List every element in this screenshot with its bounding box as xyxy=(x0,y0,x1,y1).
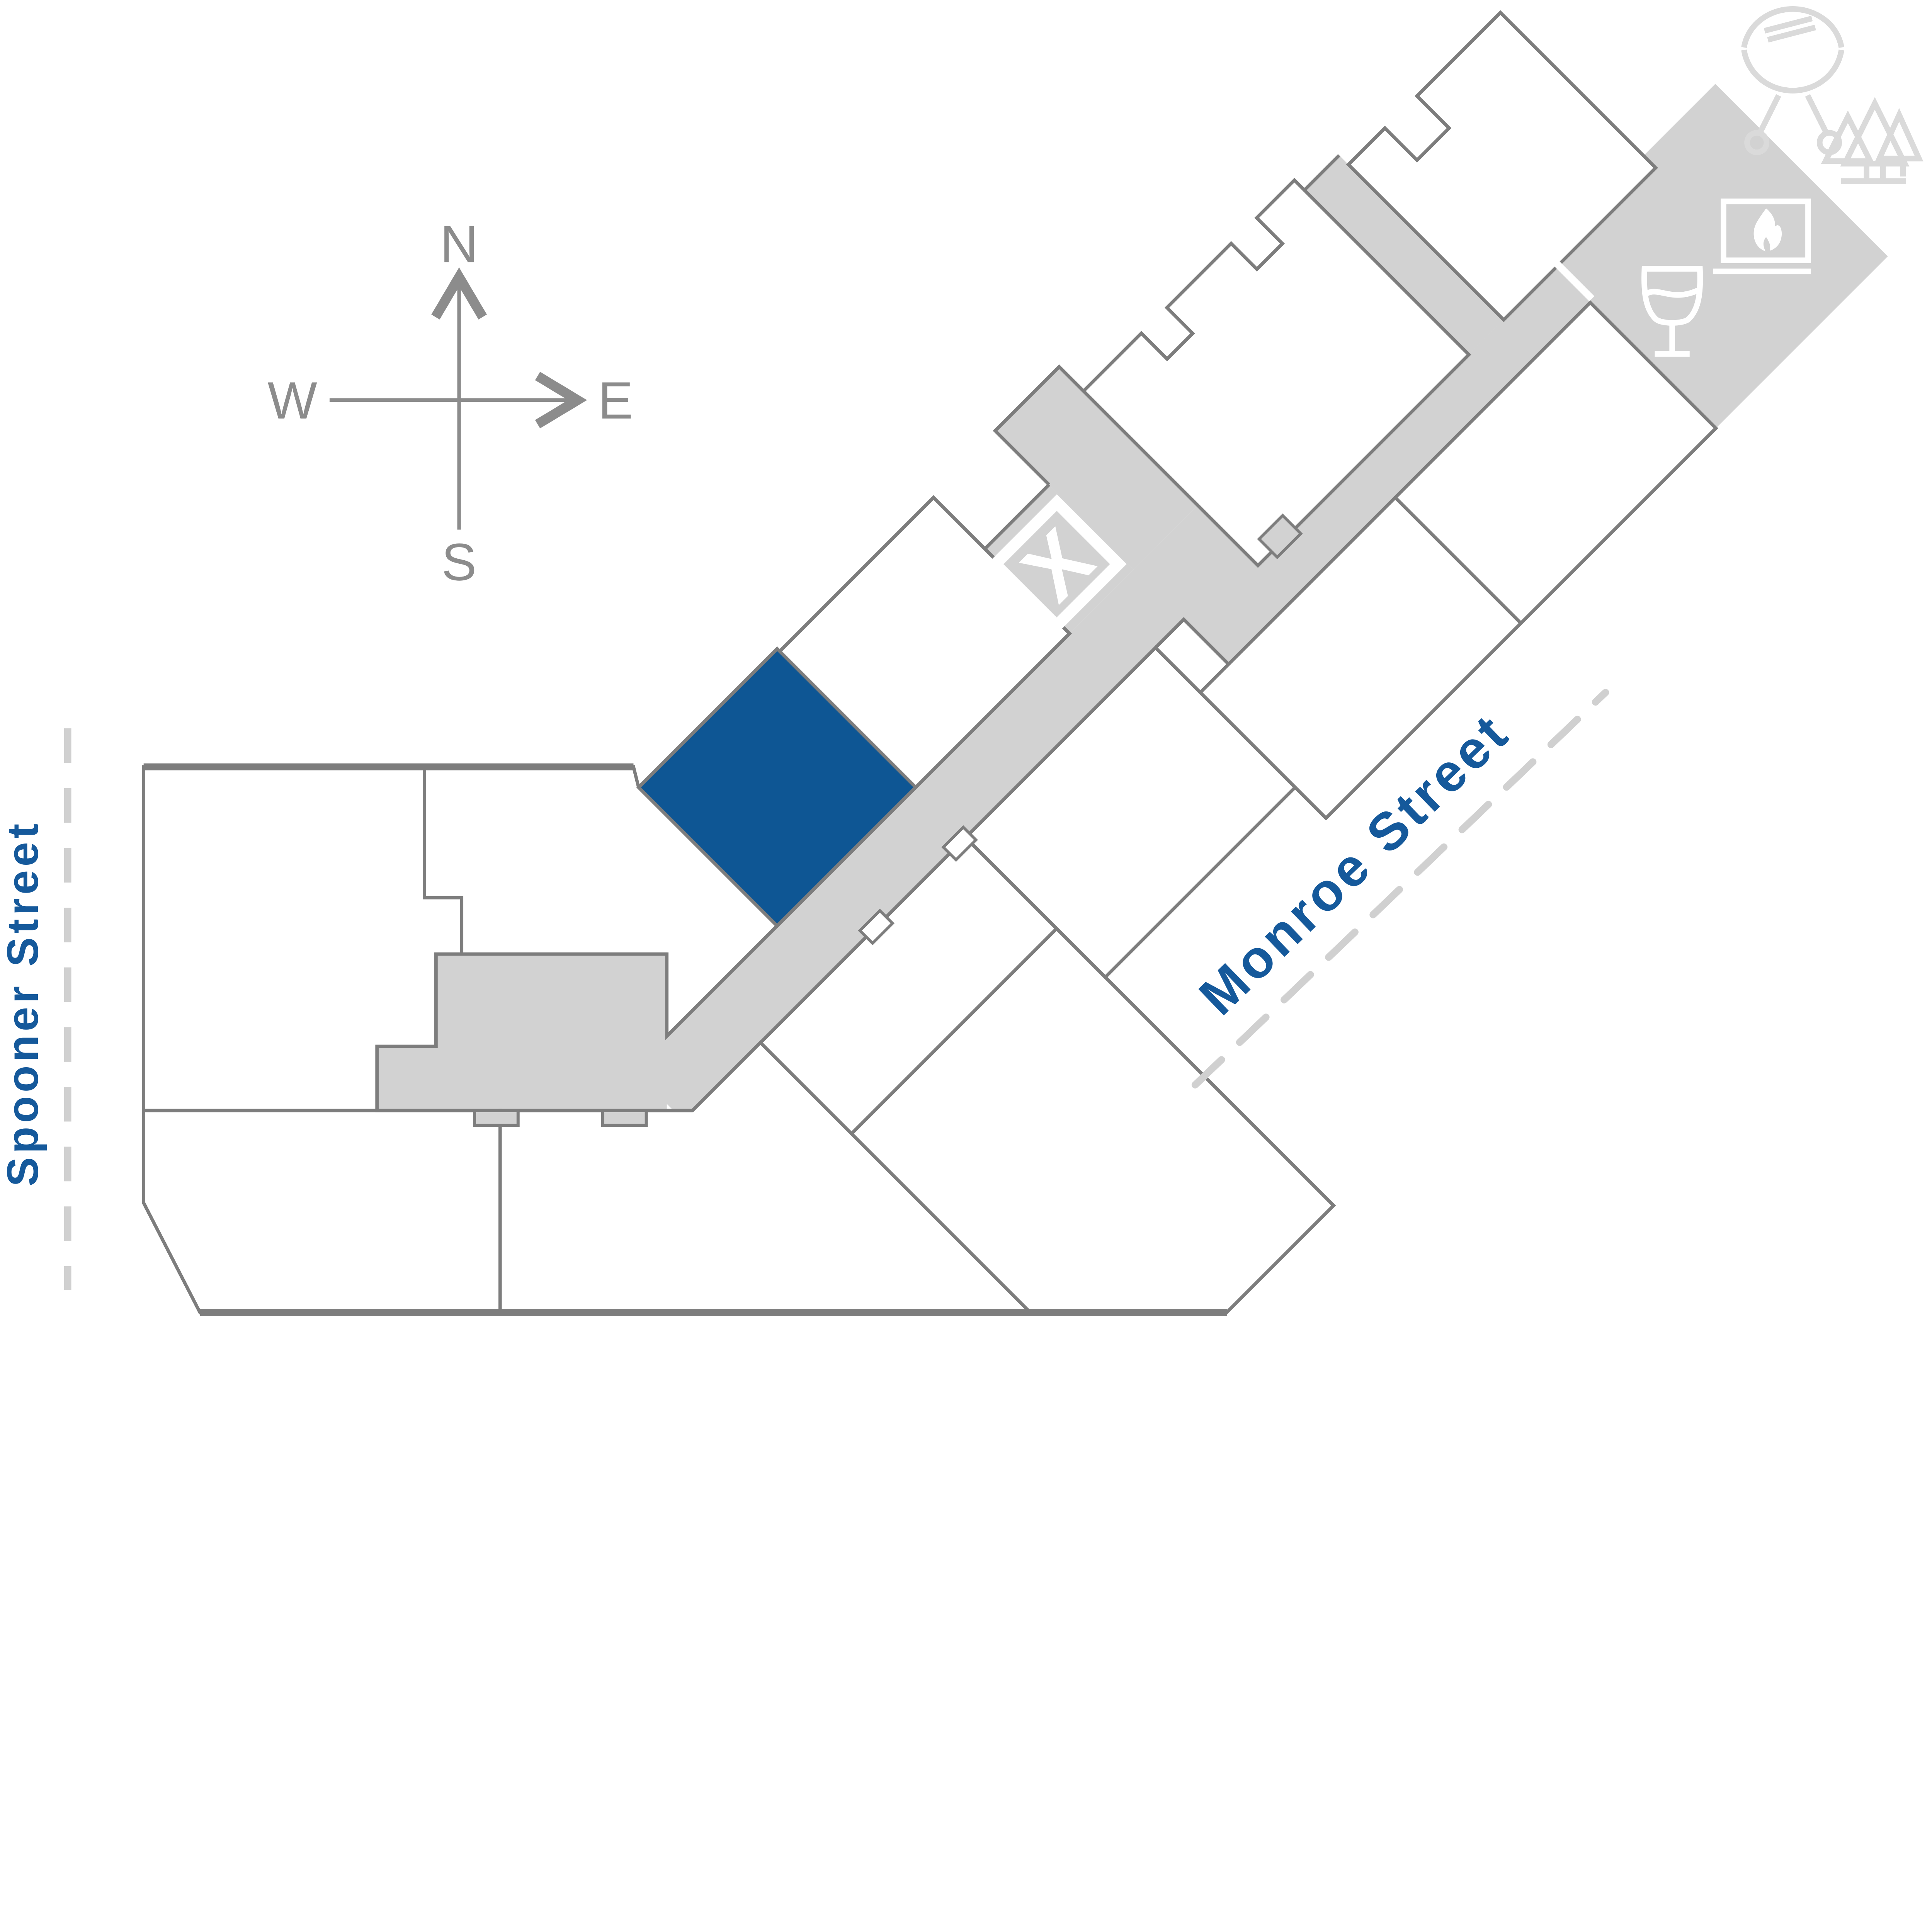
compass-east-label: E xyxy=(598,371,633,430)
corridor-jog-edge xyxy=(1154,617,1230,665)
lobby-outline xyxy=(375,952,693,1112)
branch-east-edge xyxy=(1303,154,1340,192)
flame-glyph xyxy=(1753,208,1782,252)
corridor-notch xyxy=(1257,513,1303,560)
unit-north-1 xyxy=(1081,178,1471,568)
lobby xyxy=(436,954,667,1111)
amenity-icons xyxy=(1641,6,1923,357)
compass-rose: N S W E xyxy=(267,214,633,591)
pine-trees-icon xyxy=(1821,97,1923,184)
fireplace-icon xyxy=(1713,198,1811,274)
lobby-tab xyxy=(473,1109,520,1127)
terrace-gap xyxy=(1544,252,1595,301)
compass-east-arrow xyxy=(535,372,587,429)
stairwell-pocket-edge xyxy=(983,483,1050,550)
unit-north-2 xyxy=(1346,10,1658,322)
monroe-street-dashed-line xyxy=(1191,689,1609,1088)
corridor-branch-west xyxy=(995,367,1198,570)
wine-glass-icon xyxy=(1641,266,1703,357)
branch-west-edge xyxy=(993,364,1085,486)
site-plan: X xyxy=(0,6,1923,1316)
units: X xyxy=(142,10,1718,1316)
lobby-wing xyxy=(377,1046,436,1111)
spooner-street-label: Spooner Street xyxy=(0,820,48,1186)
lobby-tab xyxy=(601,1109,648,1127)
unit-west-3 xyxy=(142,1109,502,1315)
grill-icon xyxy=(1741,6,1844,155)
unit-west-2 xyxy=(423,765,780,1040)
corridor-branch-east xyxy=(1304,155,1504,355)
corridor-jog xyxy=(1134,505,1293,664)
unit-highlighted[interactable] xyxy=(636,646,918,929)
compass-west-label: W xyxy=(267,371,317,430)
compass-north-label: N xyxy=(440,214,478,273)
corridor-notch xyxy=(941,825,978,862)
unit-south-5 xyxy=(1393,300,1718,626)
corridor-main xyxy=(633,544,1209,1120)
compass-south-label: S xyxy=(442,532,477,591)
unit-south-2 xyxy=(849,926,1336,1316)
corridor-notch xyxy=(858,908,895,946)
compass-north-arrow xyxy=(431,267,487,320)
